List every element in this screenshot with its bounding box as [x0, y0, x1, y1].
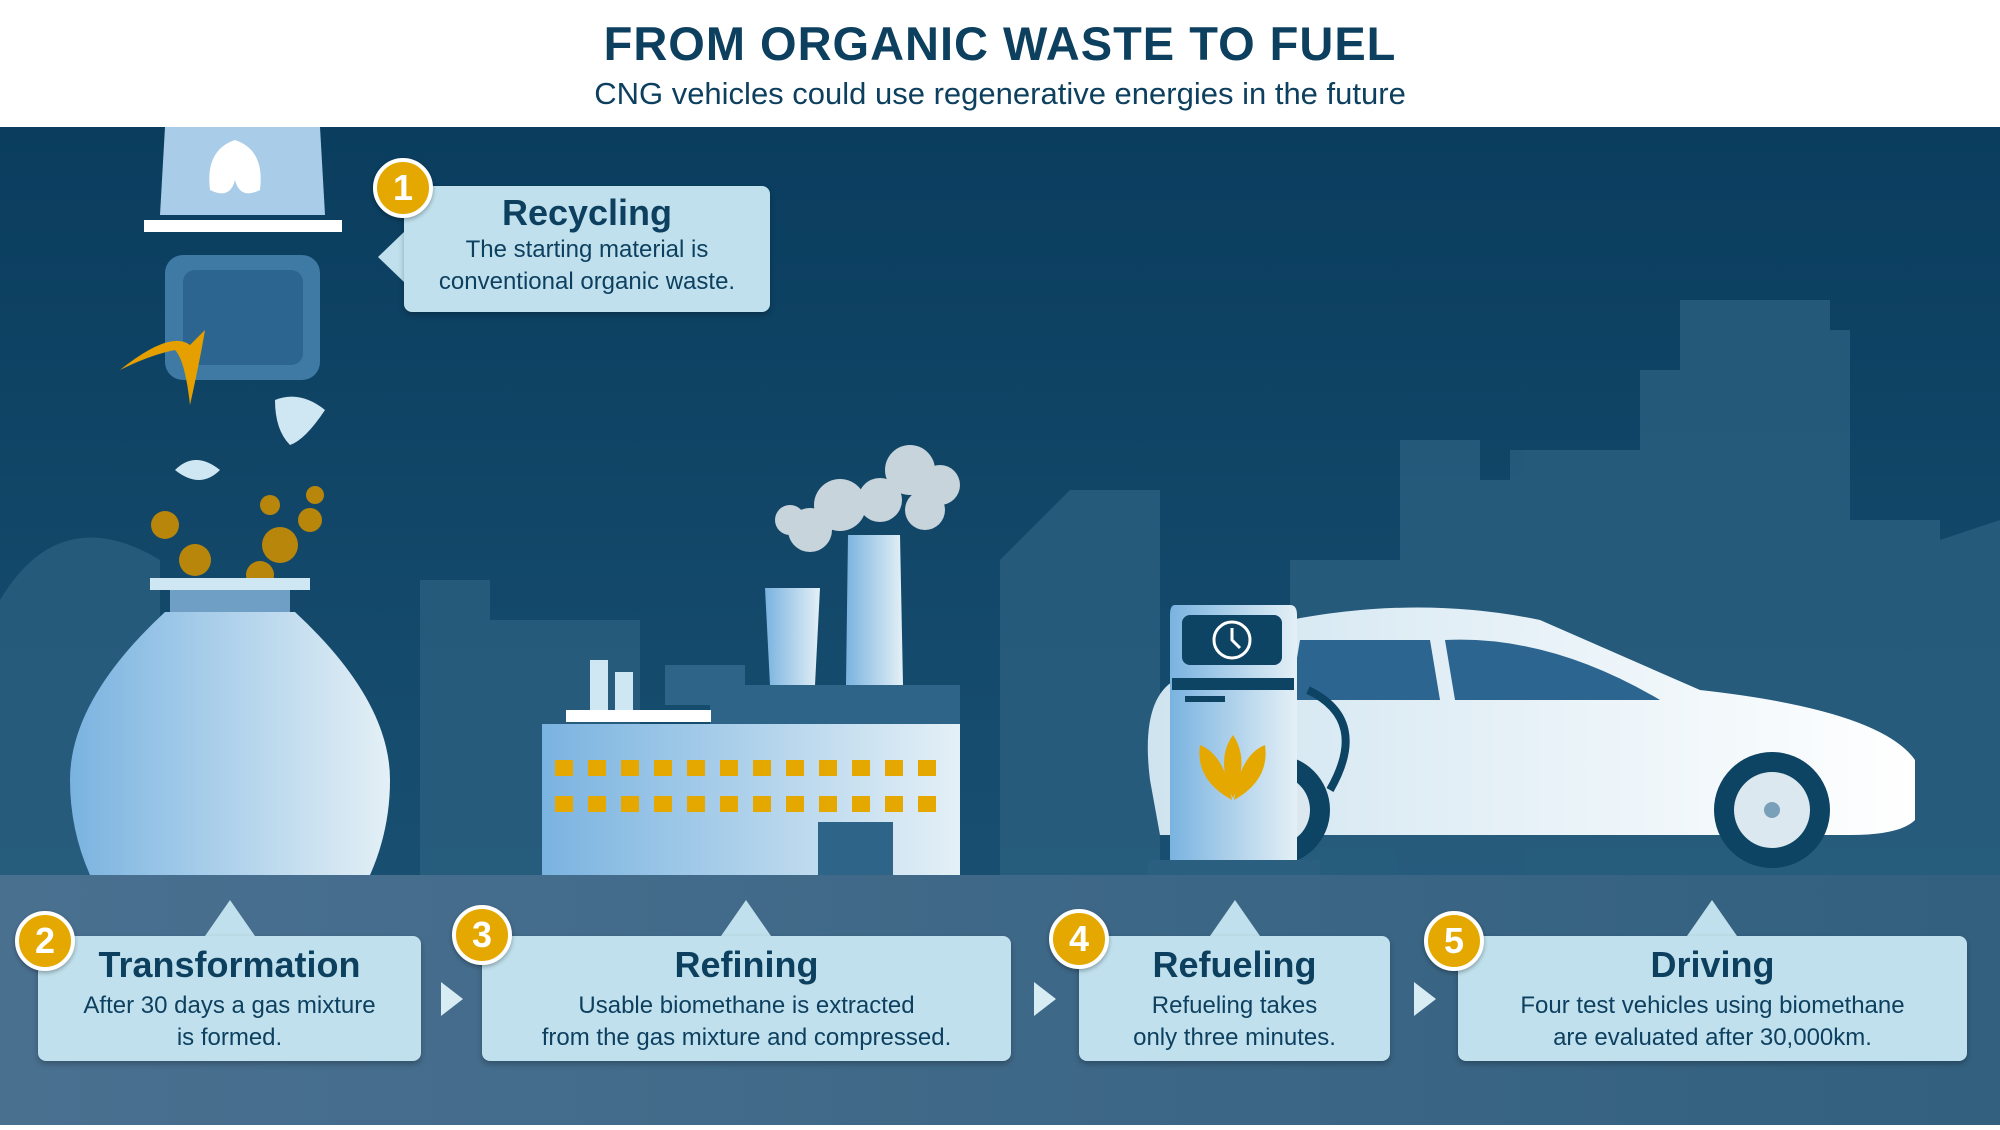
refinery-factory [542, 445, 960, 875]
step-text-line: Four test vehicles using biomethane [1520, 992, 1905, 1019]
step-badge: 5 [1424, 911, 1484, 971]
step-text-line: The starting material is [465, 236, 709, 263]
step-transformation: Transformation After 30 days a gas mixtu… [38, 936, 421, 1061]
step-text-line: are evaluated after 30,000km. [1553, 1024, 1872, 1051]
step-title: Refueling [1152, 944, 1317, 985]
step-text-line: Refueling takes [1151, 992, 1318, 1019]
step-badge: 3 [452, 905, 512, 965]
step-refueling: Refueling Refueling takes only three min… [1079, 936, 1390, 1061]
step-title: Recycling [501, 192, 673, 233]
organic-waste-bin-icon [120, 127, 342, 480]
step-badge: 2 [15, 911, 75, 971]
step-badge: 1 [373, 158, 433, 218]
biogas-digester [70, 486, 390, 875]
page-subtitle: CNG vehicles could use regenerative ener… [594, 76, 1406, 111]
header: FROM ORGANIC WASTE TO FUEL CNG vehicles … [0, 0, 2000, 127]
step-text-line: After 30 days a gas mixture [83, 992, 376, 1019]
step-badge: 4 [1049, 909, 1109, 969]
page-title: FROM ORGANIC WASTE TO FUEL [603, 17, 1397, 70]
step-title: Driving [1650, 944, 1775, 985]
fuel-pump [1148, 605, 1320, 875]
step-refining: Refining Usable biomethane is extracted … [482, 936, 1011, 1061]
step-text-line: Usable biomethane is extracted [578, 992, 915, 1019]
arrow-right-icon [441, 982, 463, 1016]
clock-icon [1212, 620, 1252, 660]
leaf-icon [1199, 735, 1266, 800]
step-title: Refining [674, 944, 819, 985]
factory-windows [555, 760, 936, 812]
arrow-right-icon [1414, 982, 1436, 1016]
step-recycling: Recycling The starting material is conve… [404, 186, 770, 312]
step-text-line: only three minutes. [1133, 1024, 1336, 1051]
step-text-line: conventional organic waste. [438, 268, 736, 295]
step-title: Transformation [98, 944, 361, 985]
step-text-line: is formed. [176, 1024, 283, 1051]
step-driving: Driving Four test vehicles using biometh… [1458, 936, 1967, 1061]
step-text-line: from the gas mixture and compressed. [541, 1024, 952, 1051]
arrow-right-icon [1034, 982, 1056, 1016]
